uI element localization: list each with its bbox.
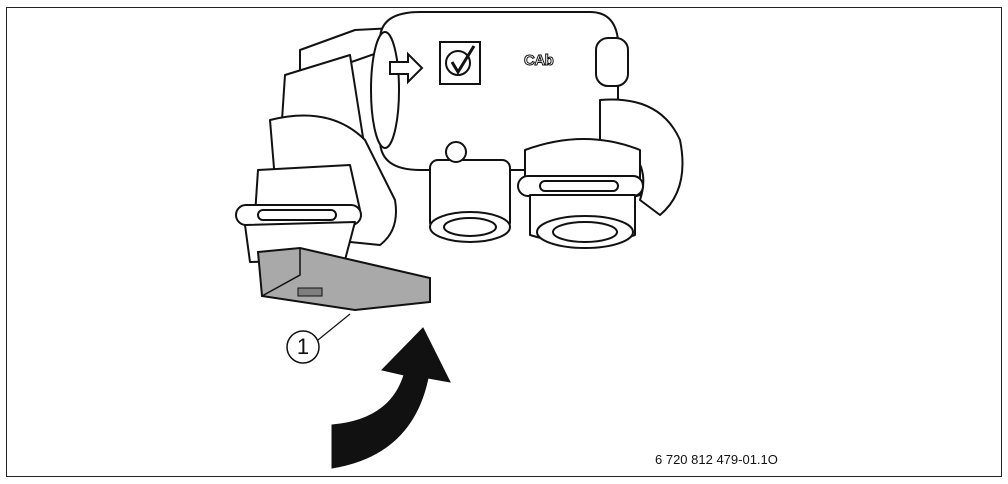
center-screw (445, 141, 467, 163)
callout-number: 1 (296, 334, 310, 359)
approval-badge-icon (439, 41, 481, 85)
figure-id: 6 720 812 479-01.1O (655, 452, 778, 467)
callout-circle (286, 330, 320, 364)
rotation-arrow-icon (331, 327, 451, 469)
housing-brand-label: CAb (523, 52, 554, 70)
callout-leader (317, 313, 351, 341)
top-nipple (595, 37, 629, 87)
valve-left-flange (370, 31, 400, 149)
removal-clip-part (256, 246, 431, 312)
right-elbow (599, 98, 684, 216)
flow-arrow-icon (389, 51, 424, 85)
